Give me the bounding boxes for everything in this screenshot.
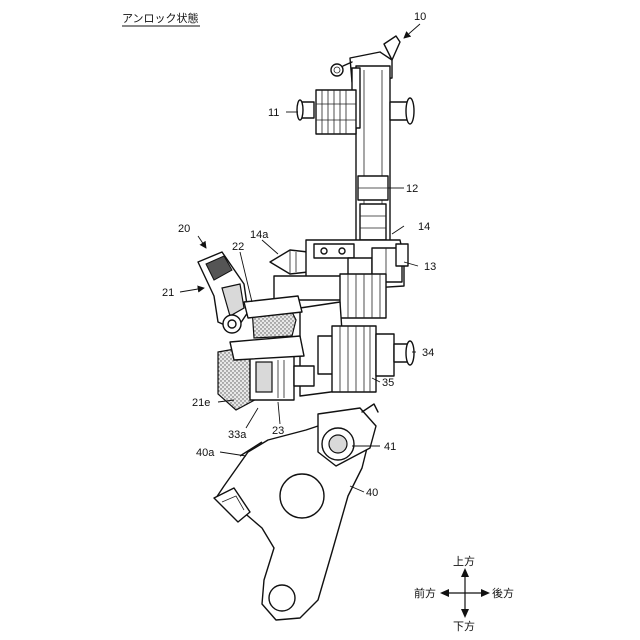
label-33a: 33a: [228, 429, 247, 441]
label-22: 22: [232, 241, 244, 253]
label-20: 20: [178, 223, 190, 235]
direction-up: 上方: [453, 554, 475, 568]
label-14: 14: [418, 221, 430, 233]
lower-hatched-block: [218, 336, 314, 410]
label-40: 40: [366, 487, 378, 499]
label-41: 41: [384, 441, 396, 453]
direction-front: 前方: [414, 586, 436, 600]
arrow-left-icon: [440, 589, 449, 597]
label-21e: 21e: [192, 397, 210, 409]
direction-down: 下方: [453, 619, 475, 633]
arrow-up-icon: [461, 568, 469, 577]
label-40a: 40a: [196, 447, 215, 459]
svg-text:アンロック状態: アンロック状態: [122, 11, 199, 25]
label-23: 23: [272, 425, 284, 437]
label-11: 11: [268, 107, 279, 119]
upper-spring-coil: [297, 90, 414, 134]
upper-column-assembly: [331, 36, 400, 248]
dotted-block: [244, 296, 302, 338]
direction-indicator: 上方 下方 前方 後方: [414, 554, 514, 633]
label-10: 10: [414, 11, 426, 23]
label-34: 34: [422, 347, 434, 359]
state-title: アンロック状態: [122, 11, 200, 26]
lever-21: [198, 252, 248, 333]
label-13: 13: [424, 261, 436, 273]
arrow-down-icon: [461, 609, 469, 618]
label-35: 35: [382, 377, 394, 389]
direction-rear: 後方: [492, 586, 514, 600]
label-12: 12: [406, 183, 418, 195]
label-14a: 14a: [250, 229, 269, 241]
label-21: 21: [162, 287, 174, 299]
arrow-right-icon: [481, 589, 490, 597]
